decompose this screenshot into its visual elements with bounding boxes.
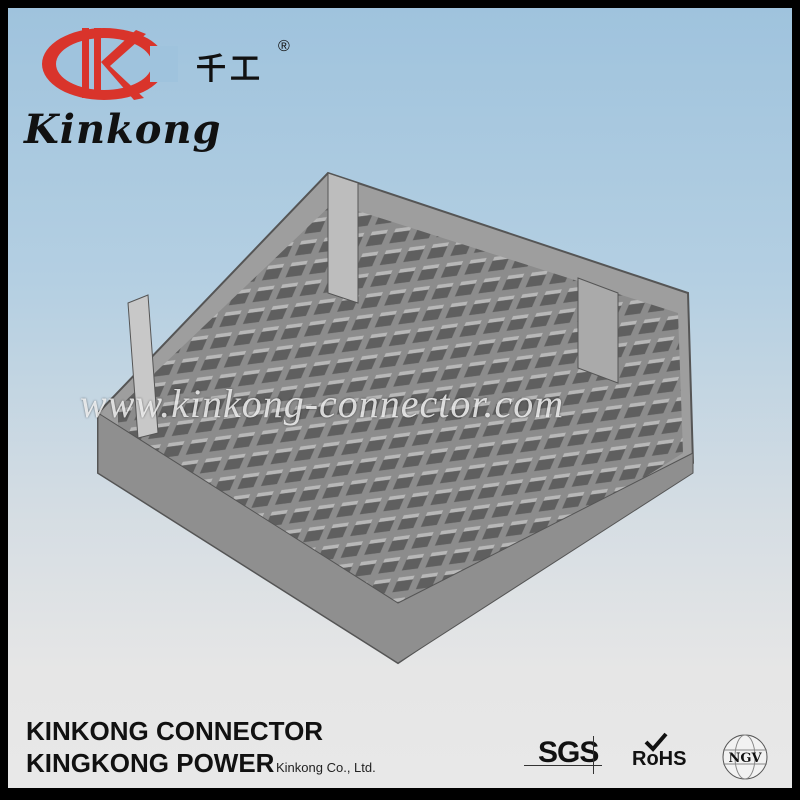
footer-line-2: KINGKONG POWER bbox=[26, 748, 275, 778]
company-name: Kinkong Co., Ltd. bbox=[276, 760, 376, 775]
website-watermark: www.kinkong-connector.com bbox=[80, 381, 565, 426]
sgs-logo: SGS bbox=[538, 736, 599, 769]
rohs-logo: RoHS bbox=[632, 748, 687, 770]
brand-script-name: Kinkong bbox=[24, 106, 222, 153]
sgs-underline bbox=[524, 765, 602, 766]
sgs-divider bbox=[593, 736, 594, 774]
ngv-globe-icon: NGV bbox=[722, 734, 768, 780]
product-image-frame: 千工 ® Kinkong www.kinkong-connector.com K… bbox=[8, 8, 792, 788]
footer-line-1: KINKONG CONNECTOR bbox=[26, 716, 324, 746]
connector-housing-image bbox=[97, 171, 695, 665]
ngv-logo: NGV bbox=[728, 751, 762, 766]
registered-mark: ® bbox=[278, 38, 290, 55]
rohs-check-icon bbox=[644, 732, 668, 752]
kinkong-logo bbox=[42, 28, 178, 100]
chinese-brand-name: 千工 bbox=[196, 52, 264, 87]
